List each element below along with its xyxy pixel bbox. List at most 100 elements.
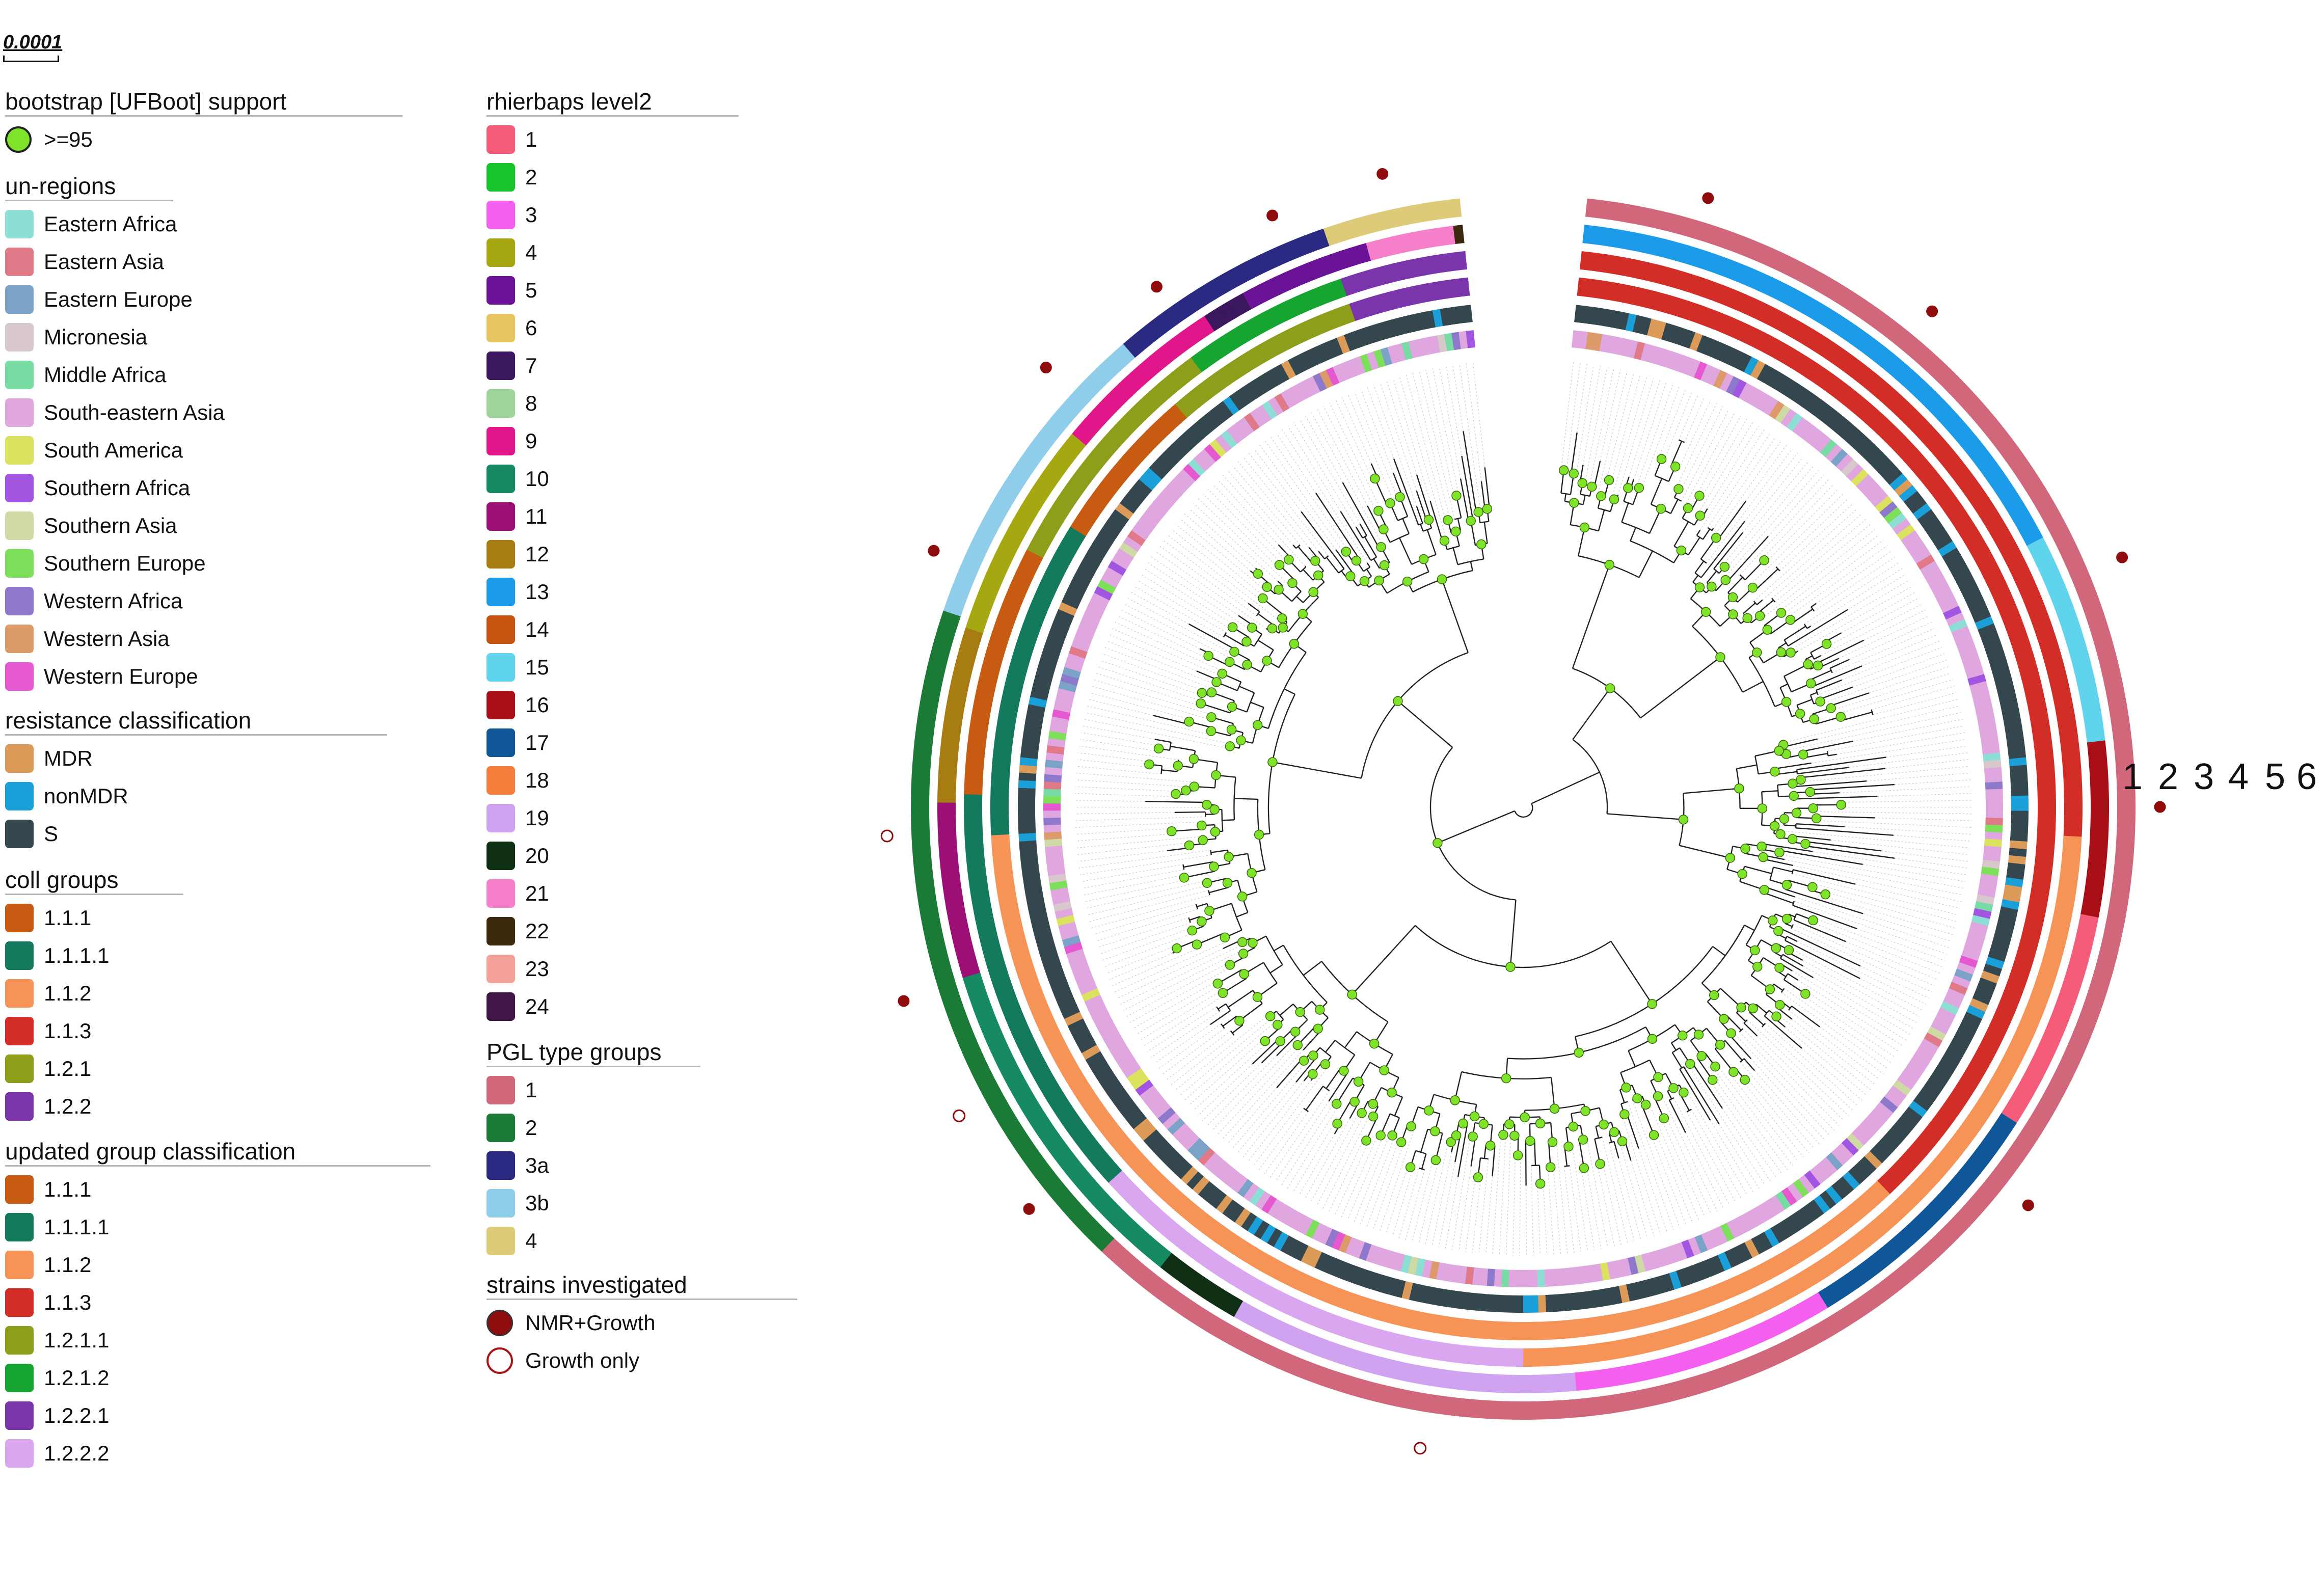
tip-leader: [1611, 374, 1641, 481]
ring-segment: [1955, 1126, 1976, 1144]
ring-segment: [1133, 1118, 1152, 1136]
ring-segment: [1061, 440, 1081, 459]
ring-segment: [1985, 789, 2003, 797]
ring-segment: [945, 1005, 967, 1021]
ring-segment: [2010, 772, 2028, 782]
ring-segment: [1372, 322, 1386, 342]
ring-segment: [911, 792, 930, 803]
bootstrap-node: [1203, 651, 1213, 661]
tree-branch: [1800, 768, 1885, 778]
ring-segment: [1012, 1134, 1033, 1153]
ring-segment: [1151, 420, 1170, 439]
ring-segment: [1823, 1221, 1841, 1241]
tree-arc: [1480, 1157, 1489, 1160]
legend-item: MDR: [5, 740, 387, 777]
ring-segment: [2036, 834, 2056, 844]
ring-segment: [1861, 1290, 1880, 1311]
ring-segment: [974, 908, 994, 921]
strain-growth-only-marker: [953, 1109, 966, 1122]
ring-segment: [1204, 410, 1222, 429]
tip-leader: [1405, 1170, 1425, 1240]
tip-leader: [1824, 896, 1953, 935]
ring-segment: [1963, 660, 1983, 673]
bootstrap-node: [1351, 555, 1362, 566]
tree-arc: [1188, 917, 1191, 923]
ring-segment: [991, 833, 1010, 844]
ring-segment: [2085, 880, 2104, 892]
ring-segment: [1883, 389, 1902, 410]
ring-segment: [2037, 1096, 2059, 1114]
ring-segment: [1916, 554, 1935, 571]
tree-branch: [1783, 738, 1818, 748]
ring-segment: [2090, 793, 2109, 803]
ring-segment: [1339, 1346, 1354, 1367]
ring-segment: [1981, 462, 2002, 480]
bootstrap-node: [1800, 839, 1810, 849]
tip-leader: [1222, 1049, 1304, 1140]
tree-branch: [1805, 655, 1813, 660]
bootstrap-node: [1737, 869, 1747, 879]
ring-segment: [1143, 1273, 1163, 1294]
ring-segment: [1717, 343, 1732, 363]
ring-segment: [948, 913, 968, 927]
bootstrap-node: [1345, 571, 1356, 581]
ring-segment: [990, 794, 1009, 803]
ring-segment: [2050, 1072, 2071, 1090]
ring-segment: [2011, 1034, 2032, 1050]
tree-branch: [1742, 681, 1764, 693]
ring-segment: [1945, 554, 1965, 570]
ring-segment: [1668, 325, 1682, 344]
ring-segment: [1837, 353, 1856, 373]
bootstrap-node: [1189, 781, 1200, 792]
bootstrap-node: [1752, 961, 1763, 972]
ring-segment: [1171, 367, 1190, 388]
ring-segment: [1879, 462, 1898, 480]
ring-segment: [2082, 705, 2102, 718]
ring-segment: [1870, 379, 1889, 398]
ring-segment: [1150, 1210, 1169, 1231]
ring-segment: [2005, 620, 2025, 635]
bootstrap-node: [1226, 724, 1237, 735]
ring-segment: [1845, 357, 1863, 378]
tree-branch: [1269, 964, 1283, 974]
tree-branch: [1352, 925, 1416, 995]
ring-segment: [1221, 430, 1238, 448]
bootstrap-node: [1349, 1096, 1360, 1107]
ring-segment: [1539, 1347, 1549, 1367]
ring-segment: [1681, 356, 1694, 375]
bootstrap-node: [1370, 473, 1380, 484]
tree-branch: [1691, 1062, 1723, 1109]
ring-segment: [1968, 540, 1989, 557]
ring-segment: [1261, 1285, 1278, 1306]
ring-segment: [1150, 1279, 1170, 1300]
tree-branch: [1336, 1077, 1354, 1104]
ring-segment: [1985, 796, 2003, 804]
ring-segment: [1307, 1249, 1322, 1268]
ring-segment: [1861, 304, 1880, 325]
ring-segment: [1394, 343, 1407, 362]
ring-segment: [1030, 483, 1051, 501]
tree-branch: [1315, 493, 1360, 559]
ring-segment: [1630, 205, 1643, 225]
legend-item: 8: [487, 385, 739, 422]
legend-swatch: [487, 163, 515, 192]
bootstrap-node: [1171, 789, 1181, 799]
ring-segment: [2056, 710, 2076, 722]
ring-segment: [1912, 419, 1932, 438]
ring-segment: [1788, 1305, 1805, 1326]
ring-segment: [1187, 388, 1206, 408]
tree-branch: [1796, 756, 1886, 770]
legend-item: 12: [487, 535, 739, 573]
ring-segment: [1047, 630, 1066, 644]
ring-segment: [1074, 1084, 1094, 1101]
ring-segment: [1816, 1319, 1834, 1340]
ring-segment: [1161, 341, 1180, 362]
ring-segment: [2058, 610, 2078, 626]
tip-leader: [1543, 1183, 1548, 1255]
ring-segment: [1676, 271, 1690, 291]
ring-segment: [1824, 1252, 1843, 1272]
tip-leader: [1841, 800, 1971, 803]
ring-segment: [984, 569, 1005, 585]
ring-segment: [1280, 241, 1296, 262]
